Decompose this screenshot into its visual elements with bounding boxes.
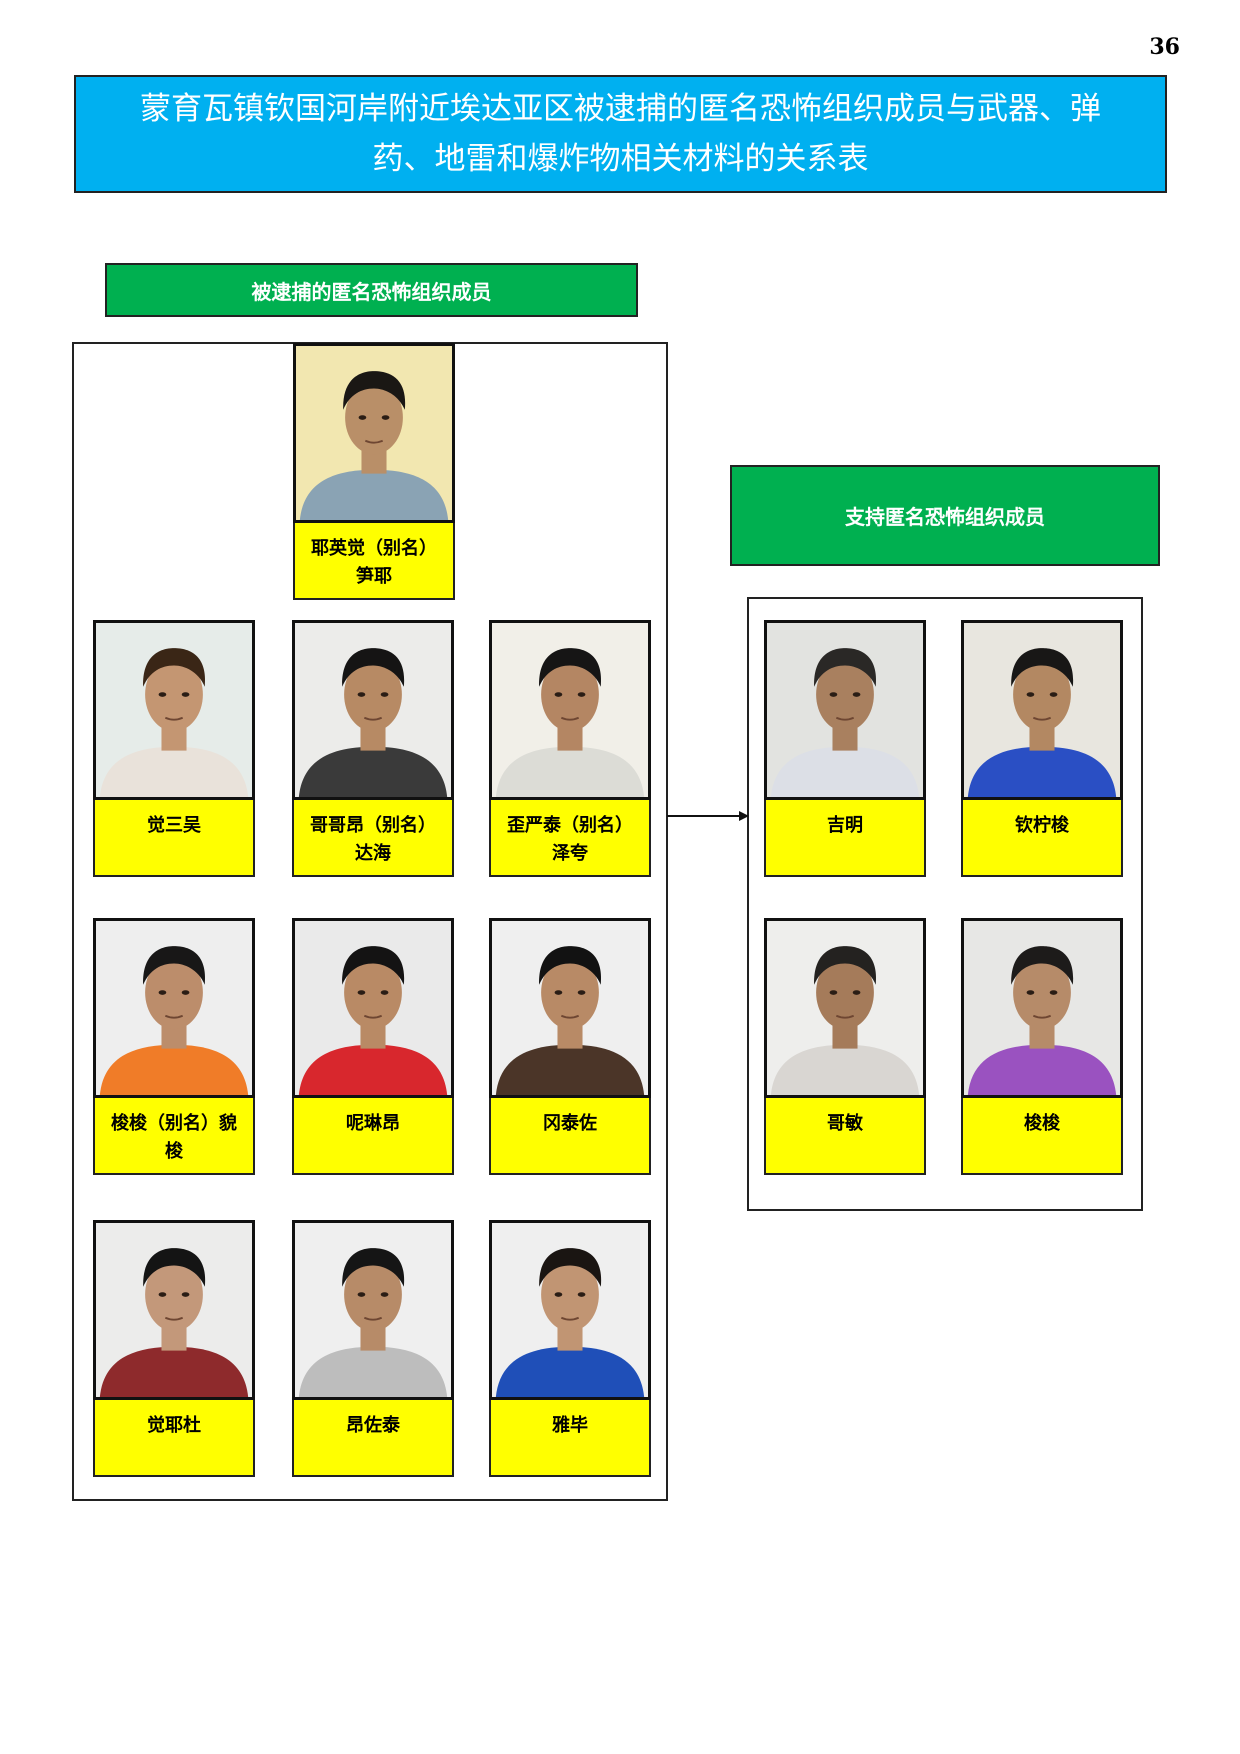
page-title: 蒙育瓦镇钦国河岸附近埃达亚区被逮捕的匿名恐怖组织成员与武器、弹 药、地雷和爆炸物… <box>140 84 1101 184</box>
member-photo <box>489 1220 651 1400</box>
portrait-photo <box>96 623 252 797</box>
portrait-photo <box>295 1223 451 1397</box>
member-photo <box>961 918 1123 1098</box>
page-title-line-2: 药、地雷和爆炸物相关材料的关系表 <box>372 141 869 177</box>
member-name-line-1: 哥哥昂（别名） <box>310 815 436 836</box>
member-photo <box>93 620 255 800</box>
member-photo <box>292 620 454 800</box>
arrested-member-card: 觉三吴 <box>93 620 255 877</box>
portrait-photo <box>767 623 923 797</box>
member-name-line-1: 歪严泰（别名） <box>507 815 633 836</box>
member-photo <box>293 343 455 523</box>
member-name-line-1: 耶英觉（别名） <box>311 538 437 559</box>
member-photo <box>292 1220 454 1400</box>
member-name-box: 冈泰佐 <box>489 1098 651 1175</box>
arrested-member-card: 呢琳昂 <box>292 918 454 1175</box>
member-name-box: 钦柠梭 <box>961 800 1123 877</box>
arrested-member-card: 歪严泰（别名） 泽夸 <box>489 620 651 877</box>
member-name-line-2: 梭 <box>165 1141 183 1162</box>
member-name-box: 梭梭 <box>961 1098 1123 1175</box>
member-name-box: 梭梭（别名）貌梭 <box>93 1098 255 1175</box>
member-name-line-2: 达海 <box>355 843 391 864</box>
portrait-photo <box>492 623 648 797</box>
member-name-line-1: 雅毕 <box>552 1415 588 1436</box>
supporting-members-frame <box>747 597 1143 1211</box>
member-name-box: 吉明 <box>764 800 926 877</box>
supporting-member-card: 哥敏 <box>764 918 926 1175</box>
member-name-box: 觉耶杜 <box>93 1400 255 1477</box>
arrested-member-card: 觉耶杜 <box>93 1220 255 1477</box>
supporting-member-card: 钦柠梭 <box>961 620 1123 877</box>
member-photo <box>764 620 926 800</box>
page-title-box: 蒙育瓦镇钦国河岸附近埃达亚区被逮捕的匿名恐怖组织成员与武器、弹 药、地雷和爆炸物… <box>74 75 1167 193</box>
arrested-section-label: 被逮捕的匿名恐怖组织成员 <box>105 263 638 317</box>
portrait-photo <box>296 346 452 520</box>
member-name-line-2: 泽夸 <box>552 843 588 864</box>
member-photo <box>489 918 651 1098</box>
portrait-photo <box>767 921 923 1095</box>
page-title-line-1: 蒙育瓦镇钦国河岸附近埃达亚区被逮捕的匿名恐怖组织成员与武器、弹 <box>140 91 1101 127</box>
member-name-line-1: 觉耶杜 <box>147 1415 201 1436</box>
arrested-member-card: 冈泰佐 <box>489 918 651 1175</box>
member-photo <box>764 918 926 1098</box>
member-name-line-1: 吉明 <box>827 815 863 836</box>
portrait-photo <box>295 623 451 797</box>
member-name-line-2: 笋耶 <box>356 566 392 587</box>
portrait-photo <box>964 921 1120 1095</box>
portrait-photo <box>96 921 252 1095</box>
page-number: 36 <box>1149 34 1180 60</box>
member-name-line-1: 觉三吴 <box>147 815 201 836</box>
member-name-line-1: 梭梭 <box>1024 1113 1060 1134</box>
supporting-member-card: 吉明 <box>764 620 926 877</box>
member-name-box: 雅毕 <box>489 1400 651 1477</box>
member-photo <box>489 620 651 800</box>
member-name-box: 哥敏 <box>764 1098 926 1175</box>
portrait-photo <box>96 1223 252 1397</box>
member-name-line-1: 呢琳昂 <box>346 1113 400 1134</box>
member-name-box: 哥哥昂（别名） 达海 <box>292 800 454 877</box>
member-name-box: 昂佐泰 <box>292 1400 454 1477</box>
member-name-box: 觉三吴 <box>93 800 255 877</box>
arrested-member-card: 雅毕 <box>489 1220 651 1477</box>
supporting-section-label: 支持匿名恐怖组织成员 <box>730 465 1160 566</box>
member-name-box: 呢琳昂 <box>292 1098 454 1175</box>
portrait-photo <box>492 921 648 1095</box>
arrested-member-card: 昂佐泰 <box>292 1220 454 1477</box>
member-photo <box>292 918 454 1098</box>
portrait-photo <box>492 1223 648 1397</box>
member-name-line-1: 梭梭（别名）貌 <box>111 1113 237 1134</box>
supporting-member-card: 梭梭 <box>961 918 1123 1175</box>
arrested-member-card: 耶英觉（别名） 笋耶 <box>293 343 455 600</box>
member-name-line-1: 哥敏 <box>827 1113 863 1134</box>
member-name-line-1: 冈泰佐 <box>543 1113 597 1134</box>
member-name-box: 歪严泰（别名） 泽夸 <box>489 800 651 877</box>
arrested-member-card: 梭梭（别名）貌梭 <box>93 918 255 1175</box>
portrait-photo <box>964 623 1120 797</box>
portrait-photo <box>295 921 451 1095</box>
relationship-arrow <box>667 811 749 821</box>
member-name-line-1: 昂佐泰 <box>346 1415 400 1436</box>
member-name-line-1: 钦柠梭 <box>1015 815 1069 836</box>
member-photo <box>93 918 255 1098</box>
member-photo <box>961 620 1123 800</box>
member-photo <box>93 1220 255 1400</box>
arrested-member-card: 哥哥昂（别名） 达海 <box>292 620 454 877</box>
member-name-box: 耶英觉（别名） 笋耶 <box>293 523 455 600</box>
